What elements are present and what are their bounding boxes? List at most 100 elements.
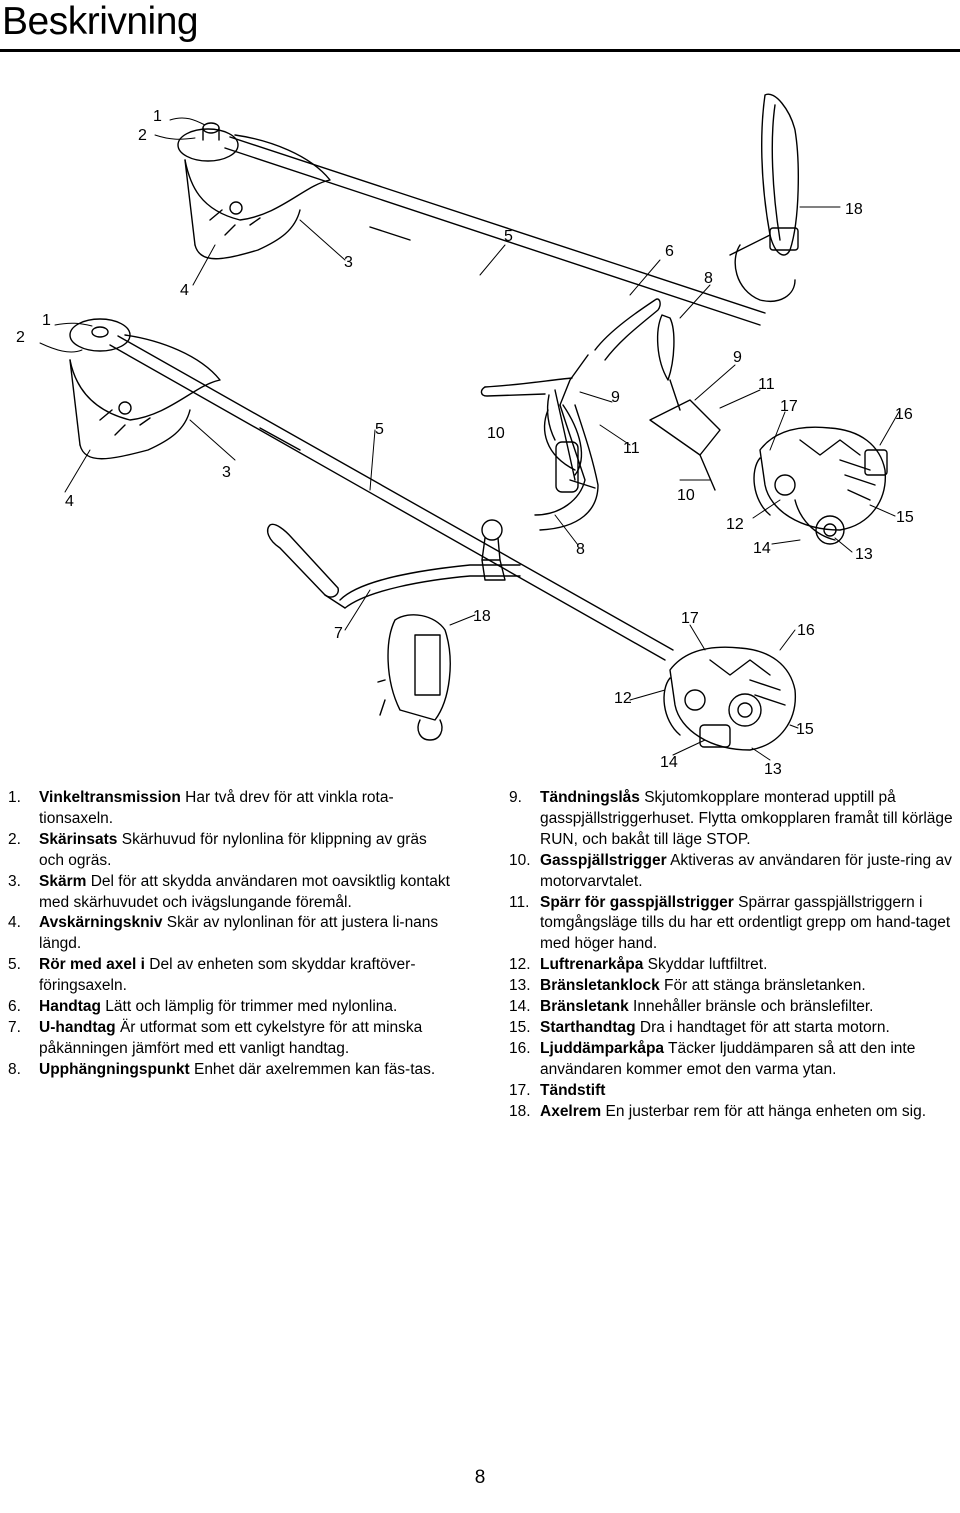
description-item: 6. Handtag Lätt och lämplig för trimmer m… — [8, 997, 453, 1018]
item-text: Innehåller bränsle och bränslefilter. — [628, 998, 874, 1016]
callout-label: 8 — [576, 541, 585, 558]
callout-label: 7 — [334, 625, 343, 642]
description-item: 5.Rör med axel i Del av enheten som skyd… — [8, 955, 453, 997]
callout-label: 2 — [16, 329, 25, 346]
description-item: 2. Skärinsats Skärhuvud för nylonlina för… — [8, 830, 453, 872]
callout-label: 14 — [660, 754, 678, 771]
page-number: 8 — [474, 1467, 486, 1488]
item-text: Skär av nylonlinan för att justera li-na… — [39, 914, 439, 953]
item-term: Bränsletanklock — [540, 977, 660, 995]
description-item: 7. U-handtag Är utformat som ett cykelsty… — [8, 1018, 453, 1060]
item-text: Skjutomkopplare monterad upptill på gass… — [540, 789, 953, 848]
callout-label: 17 — [780, 398, 798, 415]
description-item: 1. Vinkeltransmission Har två drev för at… — [8, 788, 453, 830]
shaft-bottom — [109, 335, 674, 661]
callout-label: 8 — [704, 270, 713, 287]
bike-handle-top — [480, 298, 661, 531]
item-term: Tändstift — [540, 1081, 606, 1099]
item-text: För att stänga bränsletanken. — [659, 977, 866, 995]
callout-label: 13 — [855, 546, 873, 563]
callout-label: 13 — [764, 761, 782, 778]
callout-label: 16 — [797, 622, 815, 639]
item-number: 8. — [8, 1060, 21, 1078]
description-item: 15. Starthandtag Dra i handtaget för att … — [509, 1018, 959, 1039]
description-item: 4. Avskärningskniv Skär av nylonlinan för… — [8, 913, 453, 955]
description-item: 8.Upphängningspunkt Enhet där axelremmen… — [8, 1060, 453, 1081]
item-number: 2. — [8, 830, 21, 848]
callout-label: 17 — [681, 610, 699, 627]
harness — [377, 614, 451, 741]
item-term: Skärinsats — [39, 830, 118, 848]
item-number: 17. — [509, 1081, 531, 1099]
callout-numbers-bottom: 1 2 4 3 5 7 18 17 16 12 15 14 13 — [16, 312, 815, 778]
loop-handle — [267, 519, 521, 609]
item-text: Dra i handtaget för att starta motorn. — [635, 1018, 890, 1036]
item-number: 18. — [509, 1102, 531, 1120]
item-number: 13. — [509, 977, 531, 995]
item-term: Upphängningspunkt — [39, 1060, 190, 1078]
item-number: 4. — [8, 914, 21, 932]
title-rule — [0, 49, 960, 52]
description-item: 12.Luftrenarkåpa Skyddar luftfiltret. — [509, 955, 959, 976]
item-text: Del för att skydda användaren mot oavsik… — [39, 872, 450, 911]
item-text: En justerbar rem för att hänga enheten o… — [601, 1102, 927, 1120]
callout-label: 15 — [896, 509, 914, 526]
item-term: Skärm — [39, 872, 87, 890]
trimmer-diagram: 1 2 3 4 5 6 8 9 11 17 16 18 10 9 11 10 1… — [0, 60, 960, 790]
callout-label: 14 — [753, 540, 771, 557]
callout-leaders — [39, 117, 901, 761]
callout-label: 9 — [733, 349, 742, 366]
item-text: Del av enheten som skyddar kraftöver-för… — [39, 956, 416, 995]
item-term: Luftrenarkåpa — [540, 956, 644, 974]
shaft-top — [224, 136, 766, 326]
item-term: Tändningslås — [540, 789, 640, 806]
item-number: 11. — [509, 893, 530, 911]
callout-label: 10 — [487, 425, 505, 442]
description-item: 13. Bränsletanklock För att stänga bränsl… — [509, 976, 959, 997]
callout-label: 18 — [473, 608, 491, 625]
item-number: 6. — [8, 998, 21, 1016]
item-number: 3. — [8, 872, 21, 890]
description-item: 9. Tändningslås Skjutomkopplare monterad … — [509, 788, 959, 851]
callout-numbers-top: 1 2 3 4 5 6 8 9 11 17 16 18 10 9 11 10 1… — [138, 108, 914, 563]
item-text: Är utformat som ett cykelstyre för att m… — [39, 1018, 423, 1057]
item-text: Lätt och lämplig för trimmer med nylonli… — [101, 998, 398, 1016]
item-text: Skyddar luftfiltret. — [643, 956, 768, 974]
item-term: Starthandtag — [540, 1018, 636, 1036]
cutting-head-bottom — [69, 318, 221, 460]
item-text: Skärhuvud för nylonlina för klippning av… — [39, 830, 427, 869]
item-term: Vinkeltransmission — [39, 789, 181, 806]
callout-label: 5 — [375, 421, 384, 438]
callout-label: 4 — [180, 282, 189, 299]
callout-label: 1 — [153, 108, 162, 125]
item-number: 7. — [8, 1018, 21, 1036]
item-term: Spärr för gasspjällstrigger — [540, 893, 734, 911]
callout-label: 16 — [895, 406, 913, 423]
engine-top — [753, 426, 888, 545]
shoulder-strap — [729, 93, 799, 302]
bottom-trimmer-illustration — [69, 318, 796, 751]
callout-label: 10 — [677, 487, 695, 504]
item-number: 9. — [509, 789, 522, 806]
callout-label: 11 — [623, 440, 640, 457]
item-text: Aktiveras av användaren för juste-ring a… — [540, 851, 952, 890]
engine-bottom — [663, 646, 796, 751]
callout-label: 3 — [222, 464, 231, 481]
item-term: Handtag — [39, 998, 101, 1016]
item-text: Spärrar gasspjällstriggern i tomgångsläg… — [540, 893, 951, 953]
description-item: 17. Tändstift — [509, 1081, 959, 1102]
item-number: 5. — [8, 956, 21, 974]
callout-label: 9 — [611, 389, 620, 406]
description-item: 18. Axelrem En justerbar rem för att häng… — [509, 1102, 959, 1123]
item-term: U-handtag — [39, 1018, 116, 1036]
item-text: Har två drev för att vinkla rota-tionsax… — [39, 789, 394, 827]
item-number: 15. — [509, 1018, 531, 1036]
description-item: 3. Skärm Del för att skydda användaren mo… — [8, 872, 453, 914]
item-number: 1. — [8, 789, 21, 806]
item-term: Axelrem — [540, 1102, 602, 1120]
item-text: Täcker ljuddämparen så att den inte anvä… — [540, 1039, 916, 1078]
item-number: 14. — [509, 998, 531, 1016]
callout-label: 12 — [726, 516, 744, 533]
item-term: Bränsletank — [540, 998, 629, 1016]
item-term: Avskärningskniv — [39, 914, 163, 932]
